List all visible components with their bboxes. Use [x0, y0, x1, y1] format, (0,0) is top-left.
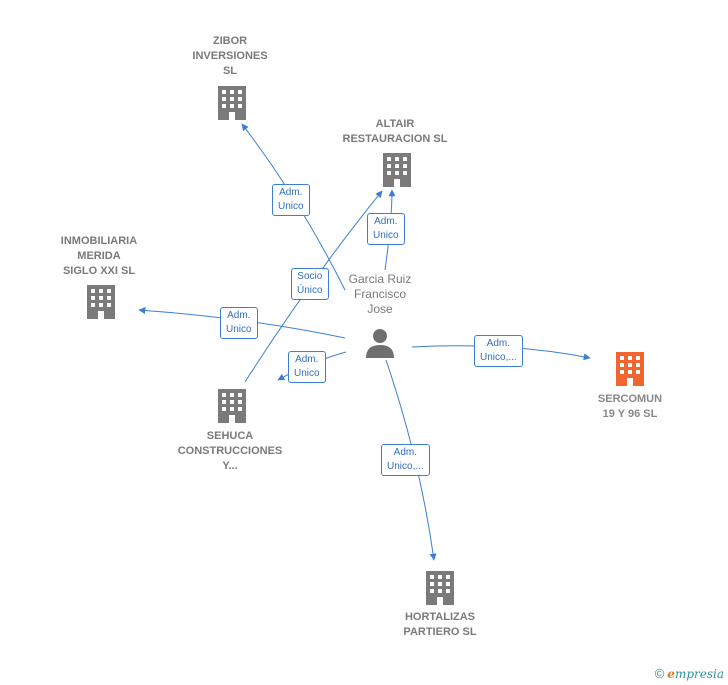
edge-label-sehuca-socio[interactable]: Socio Único [291, 268, 329, 300]
brand-logo: empresia [667, 666, 724, 681]
edge-label-sehuca[interactable]: Adm. Unico [288, 351, 326, 383]
edge-label-hortalizas[interactable]: Adm. Unico,... [381, 444, 430, 476]
copyright-symbol: © [654, 666, 665, 681]
building-icon [426, 571, 454, 605]
edge-label-zibor[interactable]: Adm. Unico [272, 184, 310, 216]
brand-footer[interactable]: © empresia [655, 666, 724, 681]
person-label[interactable]: Garcia Ruiz Francisco Jose [348, 272, 412, 316]
building-icon [218, 86, 246, 120]
company-label-zibor[interactable]: ZIBOR INVERSIONES SL [192, 35, 268, 77]
company-label-inmobiliaria[interactable]: INMOBILIARIA MERIDA SIGLO XXI SL [60, 235, 138, 277]
company-label-sehuca[interactable]: SEHUCA CONSTRUCCIONES Y... [177, 430, 283, 472]
edge-label-sercomun[interactable]: Adm. Unico,... [474, 335, 523, 367]
company-label-hortalizas[interactable]: HORTALIZAS PARTIERO SL [403, 611, 477, 638]
person-icon [366, 329, 394, 358]
edge-label-inmobiliaria[interactable]: Adm. Unico [220, 307, 258, 339]
building-icon-focus [616, 352, 644, 386]
building-icon [383, 153, 411, 187]
company-label-altair[interactable]: ALTAIR RESTAURACION SL [342, 118, 448, 145]
edge-label-altair[interactable]: Adm. Unico [367, 213, 405, 245]
building-icon [218, 389, 246, 423]
building-icon [87, 285, 115, 319]
company-label-sercomun[interactable]: SERCOMUN 19 Y 96 SL [597, 393, 663, 420]
